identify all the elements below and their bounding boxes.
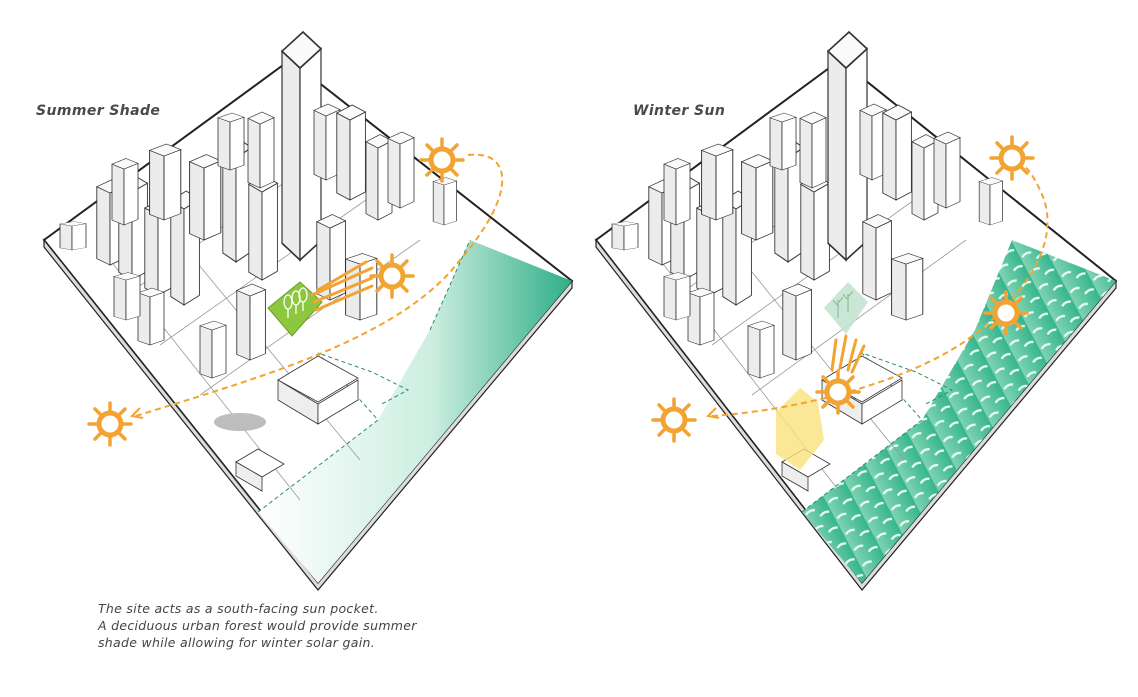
sun-icon [421, 139, 463, 181]
sun-icon [991, 137, 1033, 179]
sun-icon [653, 399, 695, 441]
tree-shadow [214, 413, 266, 431]
summer-forest-patch [267, 281, 323, 337]
sun-icon [371, 255, 413, 297]
winter-forest-patch [824, 282, 868, 334]
bare-tree-icon [832, 290, 854, 318]
harbour-water [258, 240, 572, 583]
sun-path-arc [135, 153, 504, 417]
caption-line: shade while allowing for winter solar ga… [98, 635, 375, 650]
diagram-caption: The site acts as a south-facing sun pock… [98, 600, 417, 651]
caption-line: The site acts as a south-facing sun pock… [98, 601, 379, 616]
deciduous-tree-icon [283, 287, 308, 318]
sun-icon [817, 371, 859, 413]
winter-sun-title: Winter Sun [633, 103, 726, 119]
harbour-water [802, 240, 1116, 583]
sun-icon [985, 292, 1027, 334]
caption-line: A deciduous urban forest would provide s… [98, 618, 417, 633]
summer-shade-title: Summer Shade [36, 103, 161, 119]
sun-rays [310, 260, 374, 312]
sun-pocket-area [776, 388, 824, 470]
sun-icon [89, 403, 131, 445]
sun-rays [830, 334, 866, 374]
winter-panel [594, 31, 1118, 591]
sun-path-arc [711, 157, 1049, 417]
summer-panel [42, 31, 574, 591]
